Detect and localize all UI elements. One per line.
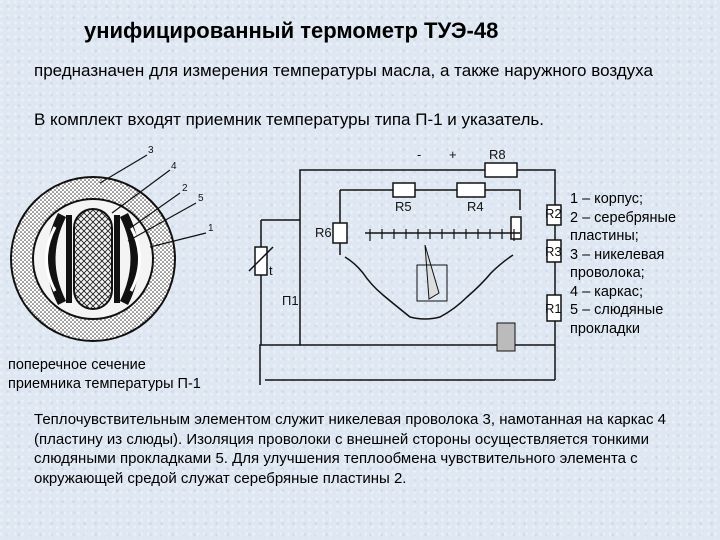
legend-item: 2 – серебряные пластины; (570, 209, 677, 245)
label-2: 2 (182, 183, 188, 194)
legend-item: 1 – корпус; (570, 191, 644, 207)
label-r1: R1 (545, 301, 562, 316)
label-minus: - (417, 147, 421, 162)
legend-item: 5 – слюдяные прокладки (570, 302, 664, 337)
label-5: 5 (198, 193, 204, 204)
legend-item: 4 – каркас; (570, 283, 643, 300)
label-r4: R4 (467, 199, 484, 214)
pointer-needle (424, 244, 440, 300)
label-3: 3 (148, 145, 154, 156)
page-title: унифицированный термометр ТУЭ-48 (84, 18, 499, 43)
kit-text: В комплект входят приемник температуры т… (34, 110, 544, 129)
label-r6: R6 (315, 225, 332, 240)
resistor-r2 (546, 204, 562, 226)
resistor-r5 (392, 182, 416, 198)
resistor-r1 (546, 294, 562, 322)
resistor-r4 (456, 182, 486, 198)
wire-top (299, 169, 556, 195)
circuit-diagram: R8 R5 R4 R6 R2 R3 R1 П1 - + t (248, 147, 562, 385)
nickel-winding (73, 208, 113, 310)
label-1: 1 (208, 223, 214, 234)
cross-section-diagram: 3 4 2 5 1 (10, 145, 214, 342)
label-r3: R3 (545, 244, 562, 259)
resistor-r8 (484, 162, 518, 178)
mica-pad-left (66, 215, 72, 303)
resistor-r3 (546, 239, 562, 263)
description-paragraph: Теплочувствительным элементом служит ник… (34, 411, 666, 487)
silver-plate-right (119, 212, 140, 306)
legend-item: 3 – никелевая проволока; (570, 246, 665, 282)
cross-section-caption: поперечное сечение приемника температуры… (8, 356, 201, 393)
label-4: 4 (171, 161, 177, 172)
label-r2: R2 (545, 206, 562, 221)
resistor-r6 (332, 222, 348, 244)
caption-line: приемника температуры П-1 (8, 375, 201, 392)
label-r8: R8 (489, 147, 506, 162)
label-r5: R5 (395, 199, 412, 214)
magnet (496, 322, 516, 352)
purpose-text: предназначен для измерения температуры м… (34, 61, 653, 80)
silver-plate-left (46, 212, 67, 306)
coil-arc (344, 254, 514, 320)
caption-line: поперечное сечение (8, 357, 146, 373)
label-plus: + (449, 147, 457, 162)
mica-pad-right (114, 215, 120, 303)
legend: 1 – корпус; 2 – серебряные пластины; 3 –… (570, 190, 720, 338)
label-t: t (269, 263, 273, 278)
receiver-p1 (254, 246, 268, 276)
label-p1: П1 (282, 293, 299, 308)
